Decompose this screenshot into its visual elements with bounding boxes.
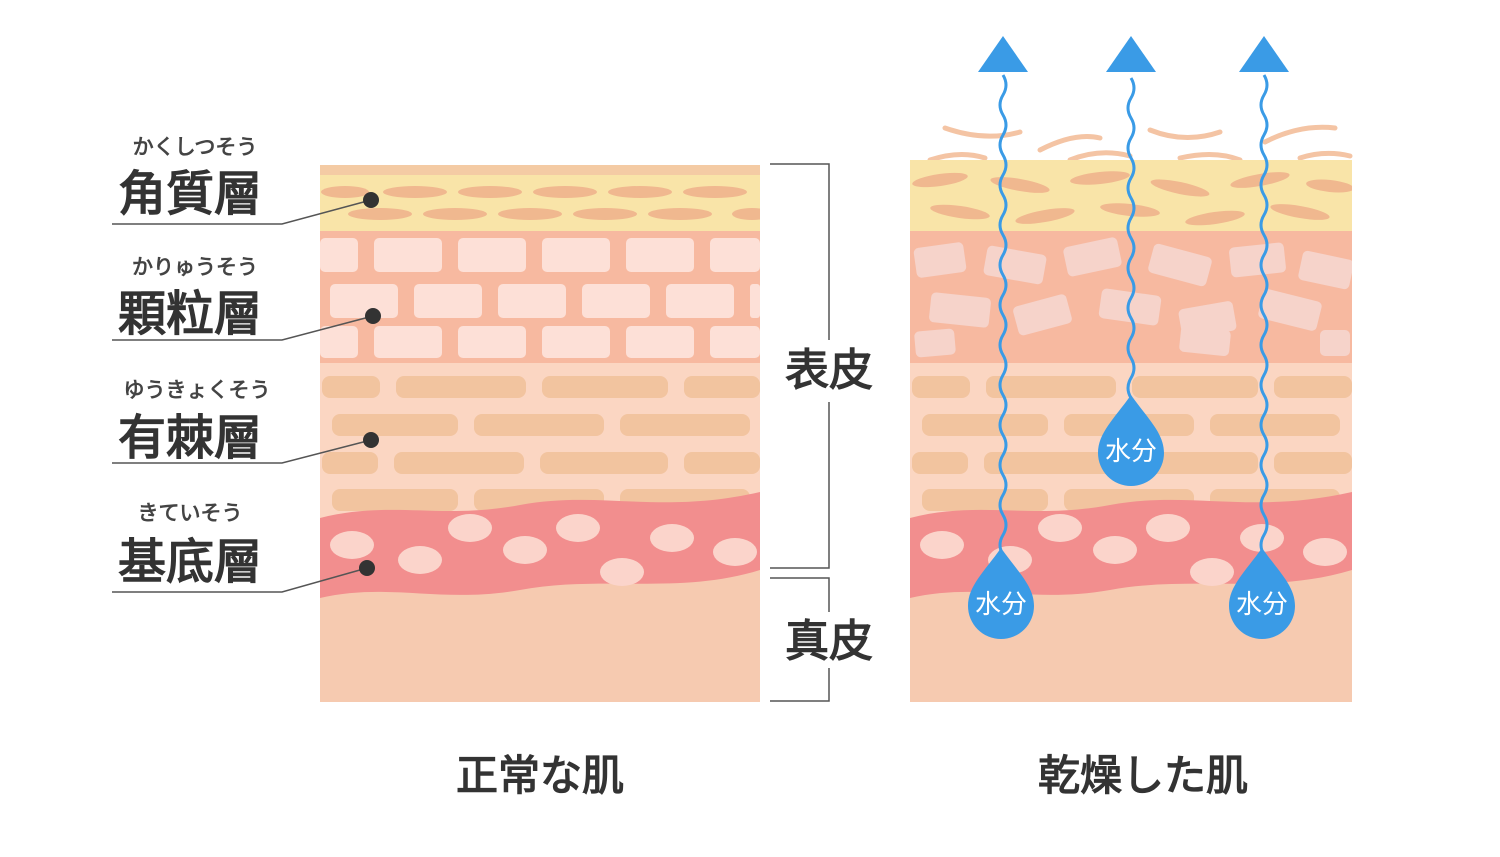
dry-granular-cells — [913, 237, 1352, 358]
moisture-escape-paths — [998, 74, 1269, 556]
normal-skin-diagram — [320, 165, 760, 702]
flaking-scales — [927, 124, 1353, 163]
dry-basal-cells — [920, 514, 1347, 586]
water-drop-1: 水分 — [968, 548, 1034, 639]
layer-labels: かくしつそう 角質層 かりゅうそう 顆粒層 ゆうきょくそう 有棘層 きていそう … — [112, 135, 381, 593]
arrow-up-icon — [978, 36, 1028, 72]
leader-line-granular — [112, 315, 374, 341]
stratum-corneum-layer — [320, 165, 760, 231]
epidermis-bracket: 表皮 — [770, 163, 873, 569]
pointer-dot — [365, 308, 381, 324]
pointer-dot — [363, 432, 379, 448]
arrow-up-icon — [1106, 36, 1156, 72]
water-drop-icon — [1229, 548, 1295, 639]
layer-ruby-granular: かりゅうそう — [132, 255, 258, 279]
moisture-wave-3 — [1259, 74, 1269, 556]
layer-name-granular: 顆粒層 — [118, 286, 262, 342]
water-drop-label: 水分 — [1236, 590, 1288, 620]
leader-line-spinous — [112, 439, 372, 464]
water-drop-icon — [968, 548, 1034, 639]
water-drop-label: 水分 — [1105, 437, 1157, 467]
water-drop-label: 水分 — [975, 590, 1027, 620]
arrow-up-icon — [1239, 36, 1289, 72]
moisture-arrows — [978, 36, 1289, 72]
moisture-wave-2 — [1126, 77, 1136, 399]
pointer-dot — [359, 560, 375, 576]
leader-line-stratum-corneum — [112, 199, 372, 225]
moisture-wave-1 — [998, 74, 1008, 556]
epidermis-label: 表皮 — [785, 345, 873, 396]
layer-name-basal: 基底層 — [118, 534, 262, 590]
layer-name-stratum-corneum: 角質層 — [118, 166, 262, 222]
corneum-cells — [321, 186, 760, 220]
water-drop-3: 水分 — [1229, 548, 1295, 639]
layer-ruby-spinous: ゆうきょくそう — [124, 378, 271, 402]
caption-dry-skin: 乾燥した肌 — [1038, 751, 1248, 800]
dry-corneum-cells — [912, 171, 1352, 226]
dry-skin-diagram: 水分 水分 水分 — [910, 36, 1353, 702]
pointer-dot — [363, 192, 379, 208]
basal-cells — [330, 514, 757, 586]
leader-line-basal — [112, 567, 368, 593]
water-drop-2: 水分 — [1098, 395, 1164, 486]
caption-normal-skin: 正常な肌 — [456, 751, 624, 800]
water-drop-icon — [1098, 395, 1164, 486]
layer-ruby-stratum-corneum: かくしつそう — [133, 135, 258, 159]
granular-cells — [320, 238, 760, 358]
dermis-bracket: 真皮 — [770, 577, 873, 702]
dermis-label: 真皮 — [785, 616, 873, 667]
layer-ruby-basal: きていそう — [138, 501, 243, 525]
layer-name-spinous: 有棘層 — [118, 410, 262, 466]
